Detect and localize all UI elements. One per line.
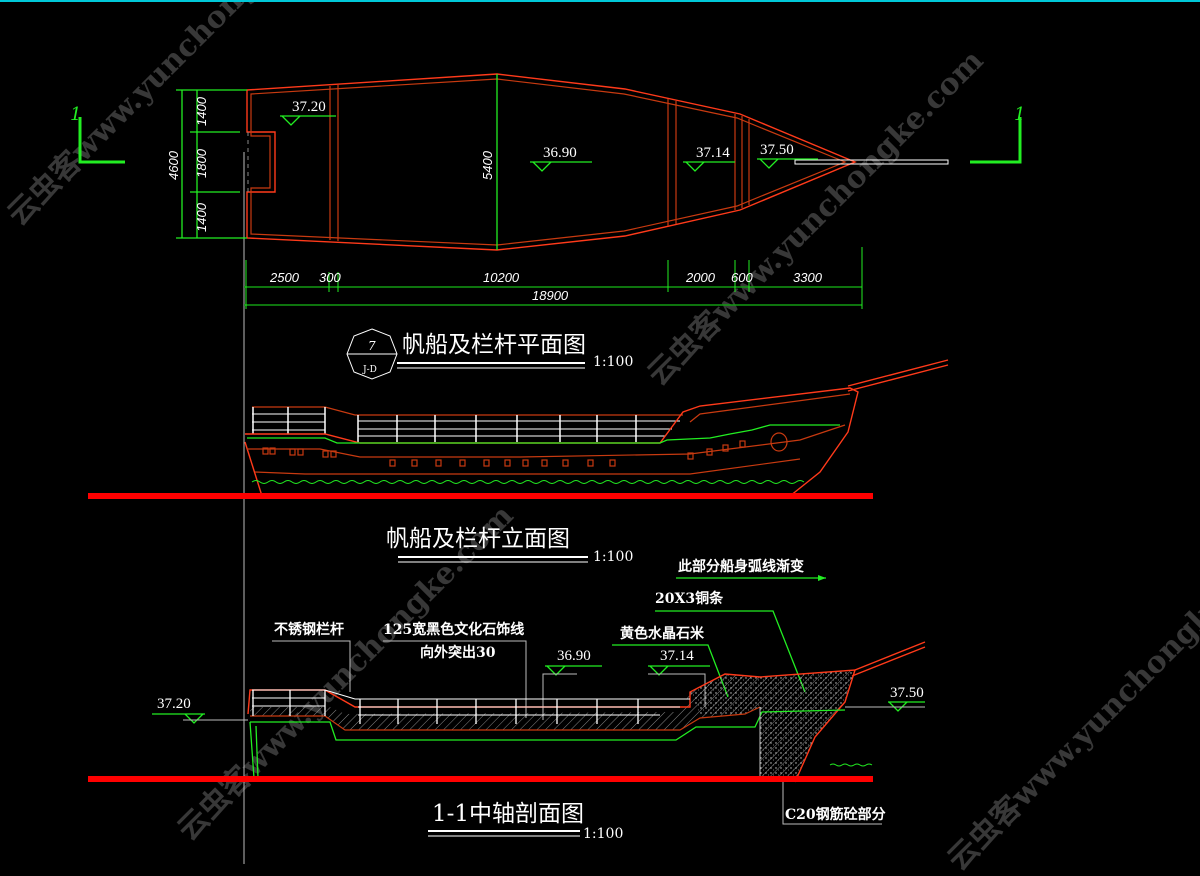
watermark-2: 云虫客www.yunchongke.com: [641, 43, 991, 393]
note-crystal-stone: 黄色水晶石米: [620, 625, 705, 642]
note-gradient: 此部分船身弧线渐变: [678, 558, 804, 575]
elevation-windows: [262, 440, 746, 467]
dim-width-part: 1800: [194, 148, 209, 178]
section-title: 1-1中轴剖面图: [432, 801, 584, 827]
plan-bowsprit: [794, 159, 949, 165]
note-copper-strip: 20X3铜条: [655, 590, 724, 607]
level-36-90: 36.90: [543, 145, 577, 161]
plan-level-marks: 37.20 36.90 37.14 37.50: [280, 99, 818, 172]
level-37-20: 37.20: [292, 99, 326, 115]
section-scale: 1:100: [583, 826, 623, 842]
elevation-ground-line: [88, 493, 873, 499]
section-level-37-50: 37.50: [890, 685, 924, 701]
section-marker-left: 1: [70, 104, 125, 164]
porthole: [770, 432, 788, 452]
plan-width-dimensions: 4600 1400 1800 1400 5400: [166, 89, 495, 239]
dim-width-part: 1400: [194, 202, 209, 232]
level-37-50: 37.50: [760, 142, 794, 158]
level-37-14: 37.14: [696, 145, 730, 161]
dim-width-total: 4600: [166, 150, 181, 180]
elevation-hull-bottom: [244, 441, 263, 497]
dim-length-part: 600: [731, 270, 753, 285]
elevation-hull-sheer: [245, 387, 859, 497]
plan-view: 4600 1400 1800 1400 5400 2500 300 10200 …: [166, 73, 949, 380]
note-stone-line: 125宽黑色文化石饰线: [383, 621, 524, 638]
watermark-4: 云虫客www.yunchongke.com: [941, 528, 1200, 876]
section-marker-label: 1: [1014, 104, 1025, 125]
section-water-mark: [829, 763, 873, 767]
elevation-railing: [252, 406, 683, 442]
plan-hull-outer: [246, 73, 857, 251]
water-line: [251, 480, 805, 484]
section-marker-label: 1: [70, 104, 81, 125]
section-marker-right: 1: [970, 104, 1025, 164]
crystal-stone-fill: [690, 670, 855, 714]
elevation-bowsprit: [847, 359, 949, 387]
detail-symbol: [346, 328, 398, 380]
plan-title: 帆船及栏杆平面图: [402, 332, 586, 358]
section-title-block: 1-1中轴剖面图 1:100: [428, 801, 623, 842]
elevation-scale: 1:100: [593, 549, 633, 565]
dim-length-part: 300: [319, 270, 341, 285]
concrete-fill: [760, 702, 845, 782]
elevation-title-block: 帆船及栏杆立面图 1:100: [386, 526, 633, 565]
section-bowsprit: [854, 641, 926, 671]
plan-scale: 1:100: [593, 354, 633, 370]
section-railing: [252, 689, 690, 724]
dim-length-total: 18900: [532, 288, 569, 303]
dim-length-part: 2000: [685, 270, 716, 285]
plan-title-block: 7 J-D 帆船及栏杆平面图 1:100: [346, 328, 633, 380]
plan-length-dimensions: 2500 300 10200 2000 600 3300 18900: [244, 247, 863, 309]
elevation-title: 帆船及栏杆立面图: [386, 526, 570, 552]
section-ground-line: [88, 776, 873, 782]
dim-width-mid: 5400: [480, 150, 495, 180]
note-stone-line-2: 向外突出30: [420, 644, 496, 661]
detail-symbol-bottom: J-D: [362, 365, 377, 375]
dim-length-part: 3300: [793, 270, 823, 285]
detail-symbol-top: 7: [368, 339, 376, 353]
note-concrete: C20钢筋砼部分: [785, 806, 886, 823]
elevation-deck-trim: [247, 424, 840, 444]
dim-length-part: 10200: [483, 270, 520, 285]
dim-width-part: 1400: [194, 96, 209, 126]
section-view: 此部分船身弧线渐变 20X3铜条 黄色水晶石米 不锈钢栏杆 125宽黑色文化石饰…: [88, 558, 926, 842]
section-green-trim: [250, 709, 846, 741]
section-level-36-90: 36.90: [557, 648, 591, 664]
section-level-37-20: 37.20: [157, 696, 191, 712]
note-railing: 不锈钢栏杆: [274, 621, 344, 638]
dim-length-part: 2500: [269, 270, 300, 285]
plan-hull-inner: [250, 78, 847, 246]
section-level-37-14: 37.14: [660, 648, 694, 664]
elevation-view: 帆船及栏杆立面图 1:100: [88, 359, 949, 565]
